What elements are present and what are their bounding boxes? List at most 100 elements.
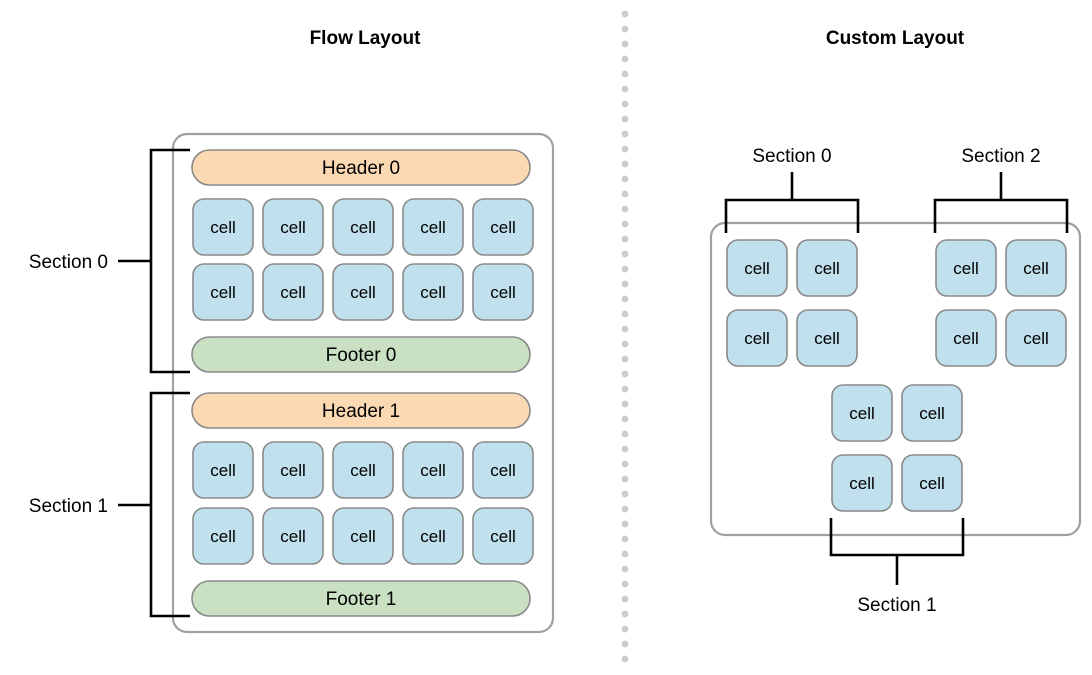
section-0-label: Section 0 — [29, 252, 108, 273]
cell-item[interactable]: cell — [332, 441, 394, 499]
flow-section-0-footer[interactable]: Footer 0 — [191, 336, 531, 373]
cell-item[interactable]: cell — [726, 239, 788, 297]
flow-section-0: Header 0 cell cell cell cell cell — [29, 148, 534, 374]
header-label: Header 1 — [322, 401, 400, 422]
cell-label: cell — [420, 218, 446, 237]
cell-box — [831, 384, 893, 442]
cell-item[interactable]: cell — [402, 263, 464, 321]
header-bar — [191, 149, 531, 186]
cell-box — [262, 441, 324, 499]
cell-item[interactable]: cell — [831, 384, 893, 442]
cell-item[interactable]: cell — [402, 441, 464, 499]
cell-box — [472, 198, 534, 256]
cell-label: cell — [814, 329, 840, 348]
cell-label: cell — [280, 218, 306, 237]
cell-label: cell — [814, 259, 840, 278]
cell-label: cell — [744, 329, 770, 348]
cell-item[interactable]: cell — [901, 384, 963, 442]
cell-item[interactable]: cell — [402, 507, 464, 565]
cell-box — [1005, 309, 1067, 367]
cell-label: cell — [744, 259, 770, 278]
flow-section-1-header[interactable]: Header 1 — [191, 392, 531, 429]
cell-item[interactable]: cell — [901, 454, 963, 512]
cell-label: cell — [350, 461, 376, 480]
cell-item[interactable]: cell — [332, 507, 394, 565]
cell-item[interactable]: cell — [1005, 309, 1067, 367]
custom-section-0-label: Section 0 — [752, 146, 831, 167]
cell-item[interactable]: cell — [831, 454, 893, 512]
cell-box — [726, 239, 788, 297]
header-label: Header 0 — [322, 158, 400, 179]
cell-label: cell — [280, 461, 306, 480]
cell-box — [332, 441, 394, 499]
cell-item[interactable]: cell — [796, 309, 858, 367]
flow-section-1-row-1: cell cell cell cell cell — [192, 507, 534, 565]
cell-box — [192, 198, 254, 256]
cell-box — [935, 309, 997, 367]
cell-box — [901, 384, 963, 442]
cell-box — [332, 198, 394, 256]
cell-label: cell — [420, 527, 446, 546]
cell-box — [796, 309, 858, 367]
cell-item[interactable]: cell — [192, 198, 254, 256]
cell-item[interactable]: cell — [192, 507, 254, 565]
cell-item[interactable]: cell — [472, 263, 534, 321]
cell-box — [472, 507, 534, 565]
cell-box — [192, 441, 254, 499]
cell-label: cell — [210, 527, 236, 546]
flow-section-1-footer[interactable]: Footer 1 — [191, 580, 531, 617]
footer-bar — [191, 580, 531, 617]
cell-box — [332, 507, 394, 565]
cell-box — [192, 507, 254, 565]
cell-label: cell — [210, 218, 236, 237]
cell-label: cell — [420, 283, 446, 302]
cell-item[interactable]: cell — [402, 198, 464, 256]
cell-box — [726, 309, 788, 367]
cell-label: cell — [490, 527, 516, 546]
cell-item[interactable]: cell — [192, 263, 254, 321]
cell-label: cell — [490, 218, 516, 237]
cell-item[interactable]: cell — [262, 441, 324, 499]
custom-section-2-label: Section 2 — [961, 146, 1040, 167]
cell-item[interactable]: cell — [262, 263, 324, 321]
flow-section-0-row-0: cell cell cell cell cell — [192, 198, 534, 256]
flow-section-0-header[interactable]: Header 0 — [191, 149, 531, 186]
footer-label: Footer 0 — [326, 345, 397, 366]
flow-collection-container — [171, 132, 555, 634]
cell-label: cell — [953, 329, 979, 348]
cell-item[interactable]: cell — [935, 239, 997, 297]
flow-section-0-row-1: cell cell cell cell cell — [192, 263, 534, 321]
cell-item[interactable]: cell — [332, 263, 394, 321]
custom-section-2: cell cell cell cell Section 2 — [933, 146, 1069, 367]
cell-item[interactable]: cell — [472, 441, 534, 499]
cell-item[interactable]: cell — [192, 441, 254, 499]
cell-box — [935, 239, 997, 297]
cell-label: cell — [953, 259, 979, 278]
cell-item[interactable]: cell — [726, 309, 788, 367]
cell-box — [402, 263, 464, 321]
cell-label: cell — [210, 461, 236, 480]
flow-section-1: Header 1 cell cell cell cell cell — [29, 391, 534, 618]
cell-item[interactable]: cell — [472, 507, 534, 565]
custom-section-1: cell cell cell cell Section 1 — [829, 384, 965, 616]
cell-item[interactable]: cell — [472, 198, 534, 256]
cell-box — [262, 507, 324, 565]
cell-item[interactable]: cell — [935, 309, 997, 367]
cell-item[interactable]: cell — [262, 198, 324, 256]
cell-box — [831, 454, 893, 512]
cell-label: cell — [350, 283, 376, 302]
cell-item[interactable]: cell — [262, 507, 324, 565]
cell-item[interactable]: cell — [332, 198, 394, 256]
cell-label: cell — [849, 474, 875, 493]
cell-label: cell — [919, 404, 945, 423]
cell-label: cell — [919, 474, 945, 493]
footer-bar — [191, 336, 531, 373]
cell-item[interactable]: cell — [1005, 239, 1067, 297]
cell-item[interactable]: cell — [796, 239, 858, 297]
footer-label: Footer 1 — [326, 589, 397, 610]
cell-box — [402, 198, 464, 256]
cell-box — [402, 507, 464, 565]
cell-box — [332, 263, 394, 321]
custom-section-1-label: Section 1 — [857, 595, 936, 616]
